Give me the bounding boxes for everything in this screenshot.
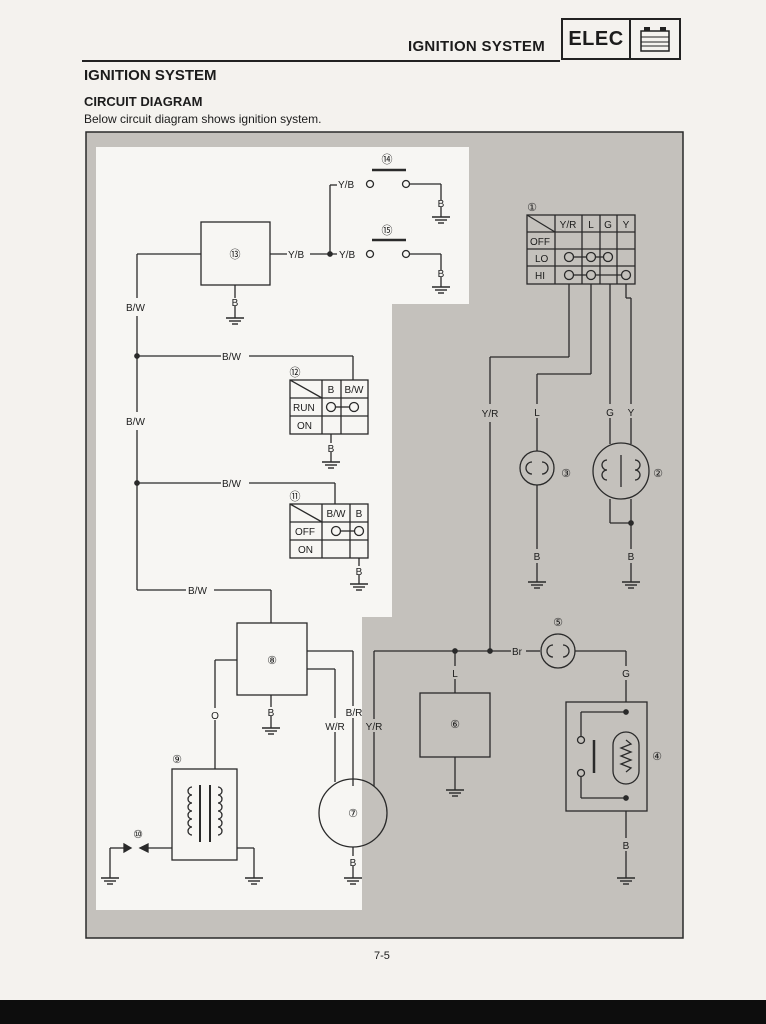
wire-label-bw: B/W — [222, 352, 241, 363]
page-subtitle: CIRCUIT DIAGRAM — [84, 94, 203, 109]
page-description: Below circuit diagram shows ignition sys… — [84, 112, 322, 126]
wire-label-yb: Y/B — [288, 250, 304, 261]
page-number: 7-5 — [374, 950, 390, 962]
component-8-label: ⑧ — [267, 655, 277, 667]
component-7-label: ⑦ — [348, 808, 358, 820]
switch1-col-g: G — [604, 220, 612, 231]
switch11-col-b: B — [356, 509, 363, 520]
switch11-row-on: ON — [298, 545, 313, 556]
wire-label-b: B — [328, 444, 335, 455]
component-13-label: ⑬ — [230, 248, 241, 261]
wire-label-b: B — [268, 708, 275, 719]
wire-label-y: Y — [628, 408, 635, 419]
wire-label-l: L — [452, 669, 458, 680]
ground-symbols — [101, 216, 640, 885]
wire-label-b: B — [628, 552, 635, 563]
switch1-col-y: Y — [623, 220, 630, 231]
wire-label-b: B — [438, 199, 445, 210]
switch1-row-off: OFF — [530, 237, 550, 248]
wire-label-bw: B/W — [126, 417, 145, 428]
component-5-label: ⑤ — [553, 617, 563, 629]
switch12-row-on: ON — [297, 421, 312, 432]
switch1-row-hi: HI — [535, 271, 545, 282]
switch1-col-yr: Y/R — [560, 220, 577, 231]
wire-label-br: B/R — [346, 708, 363, 719]
circuit-diagram: ⑭ ⑮ ⑬ ① ⑫ ⑪ ⑧ ⑨ ⑩ ⑦ ⑥ ⑤ ④ ③ ② Y/B Y/B Y/… — [85, 131, 684, 939]
wire-label-o: O — [211, 711, 219, 722]
wire-label-bw: B/W — [222, 479, 241, 490]
component-6-label: ⑥ — [450, 719, 460, 731]
component-9-label: ⑨ — [172, 754, 182, 766]
elec-label: ELEC — [563, 20, 631, 58]
header-rule — [82, 60, 560, 62]
battery-icon — [631, 20, 679, 58]
wire-label-b: B — [534, 552, 541, 563]
component-15-label: ⑮ — [382, 224, 393, 237]
header-section-title: IGNITION SYSTEM — [408, 38, 546, 55]
component-2-label: ② — [653, 468, 663, 480]
wire-label-bw: B/W — [126, 303, 145, 314]
wire-label-yb: Y/B — [339, 250, 355, 261]
component-3-label: ③ — [561, 468, 571, 480]
switch1-col-l: L — [588, 220, 594, 231]
page-title: IGNITION SYSTEM — [84, 67, 217, 84]
wire-label-l: L — [534, 408, 540, 419]
component-10-label: ⑩ — [133, 829, 143, 841]
wire-label-g: G — [606, 408, 614, 419]
wire-label-yr: Y/R — [482, 409, 499, 420]
component-12-label: ⑫ — [290, 366, 301, 379]
diagram-light-region — [96, 147, 469, 910]
scan-bottom-edge — [0, 1000, 766, 1024]
wire-label-b: B — [438, 269, 445, 280]
wire-label-bw: B/W — [188, 586, 207, 597]
wire-label-br-brown: Br — [512, 647, 523, 658]
component-1-label: ① — [527, 202, 537, 214]
wire-label-yr: Y/R — [366, 722, 383, 733]
wire-label-wr: W/R — [325, 722, 344, 733]
wire-label-g: G — [622, 669, 630, 680]
elec-badge: ELEC — [561, 18, 681, 60]
switch11-col-bw: B/W — [327, 509, 346, 520]
wire-label-b: B — [350, 858, 357, 869]
component-11-label: ⑪ — [290, 490, 301, 503]
wire-label-b: B — [356, 567, 363, 578]
component-14-label: ⑭ — [382, 153, 393, 166]
switch12-row-run: RUN — [293, 403, 315, 414]
switch12-col-bw: B/W — [345, 385, 364, 396]
switch11-row-off: OFF — [295, 527, 315, 538]
wire-label-b: B — [232, 298, 239, 309]
component-4-label: ④ — [652, 751, 662, 763]
switch12-col-b: B — [328, 385, 335, 396]
wire-label-b: B — [623, 841, 630, 852]
switch1-row-lo: LO — [535, 254, 549, 265]
wire-label-yb: Y/B — [338, 180, 354, 191]
